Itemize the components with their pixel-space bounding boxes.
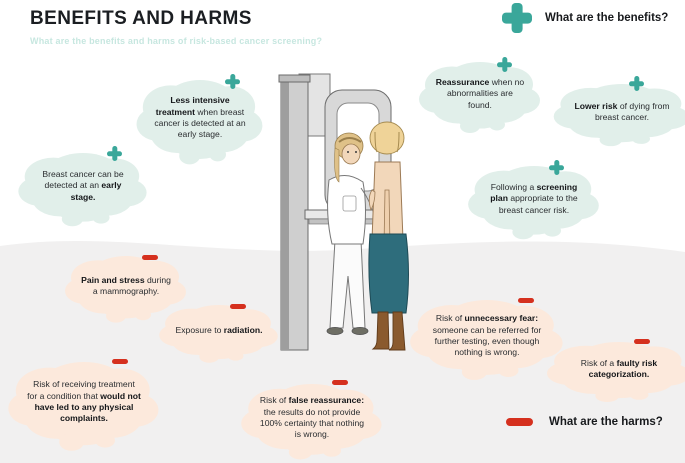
cloud-shape <box>18 153 147 227</box>
cloud-shape <box>241 384 382 460</box>
bubble-text: Lower risk of dying from breast cancer. <box>574 100 670 122</box>
cloud-shape <box>419 62 540 134</box>
minus-icon <box>634 339 650 344</box>
bubble-text: Risk of false reassurance: the results d… <box>259 395 365 440</box>
plus-icon <box>629 76 644 91</box>
page-subtitle: What are the benefits and harms of risk-… <box>30 36 323 46</box>
plus-icon <box>225 74 240 89</box>
harm-bubble-radiation: Exposure to radiation. <box>159 304 278 363</box>
benefits-legend: What are the benefits? <box>502 3 668 33</box>
plus-icon <box>497 57 512 72</box>
benefit-bubble-less-intensive-treatment: Less intensive treatment when breast can… <box>136 80 263 165</box>
cloud-shape <box>410 300 563 380</box>
harm-bubble-overtreatment: Risk of receiving treatment for a condit… <box>8 359 159 451</box>
plus-icon <box>502 3 532 33</box>
cloud-shape <box>136 80 263 165</box>
plus-icon <box>549 160 564 175</box>
minus-icon <box>112 359 128 364</box>
benefit-bubble-screening-plan: Following a screening plan appropriate t… <box>468 166 599 240</box>
bubble-text: Breast cancer can be detected at an earl… <box>42 168 124 202</box>
mammography-illustration <box>278 73 409 351</box>
harms-legend-label: What are the harms? <box>549 416 663 428</box>
harm-bubble-pain-stress: Pain and stress during a mammography. <box>65 255 186 323</box>
bubble-text: Exposure to radiation. <box>175 325 263 336</box>
minus-icon <box>142 255 158 260</box>
bubble-text: Risk of unnecessary fear: someone can be… <box>432 313 542 358</box>
minus-icon <box>506 418 533 426</box>
harm-bubble-unnecessary-fear: Risk of unnecessary fear: someone can be… <box>410 298 563 380</box>
cloud-shape <box>468 166 599 240</box>
harm-bubble-faulty-risk: Risk of a faulty risk categorization. <box>547 339 685 402</box>
benefit-bubble-lower-risk: Lower risk of dying from breast cancer. <box>553 84 685 147</box>
harm-bubble-false-reassurance: Risk of false reassurance: the results d… <box>241 380 382 460</box>
bubble-text: Reassurance when no abnormalities are fo… <box>435 76 525 110</box>
minus-icon <box>518 298 534 303</box>
bubble-text: Following a screening plan appropriate t… <box>490 181 578 215</box>
cloud-shape <box>159 305 278 363</box>
page-title: BENEFITS AND HARMS <box>30 8 252 29</box>
benefit-bubble-reassurance: Reassurance when no abnormalities are fo… <box>419 62 540 134</box>
cloud-shape <box>553 84 685 147</box>
plus-icon <box>107 146 122 161</box>
cloud-shape <box>8 362 159 451</box>
cloud-shape <box>547 342 685 402</box>
cloud-shape <box>65 256 186 323</box>
bubble-text: Pain and stress during a mammography. <box>81 274 171 296</box>
benefits-legend-label: What are the benefits? <box>545 12 669 24</box>
benefit-bubble-early-stage: Breast cancer can be detected at an earl… <box>18 153 147 227</box>
bubble-text: Less intensive treatment when breast can… <box>154 95 246 140</box>
minus-icon <box>230 304 246 309</box>
harms-legend: What are the harms? <box>506 416 663 428</box>
bubble-text: Risk of a faulty risk categorization. <box>580 357 658 379</box>
bubble-text: Risk of receiving treatment for a condit… <box>27 379 141 424</box>
minus-icon <box>332 380 348 385</box>
